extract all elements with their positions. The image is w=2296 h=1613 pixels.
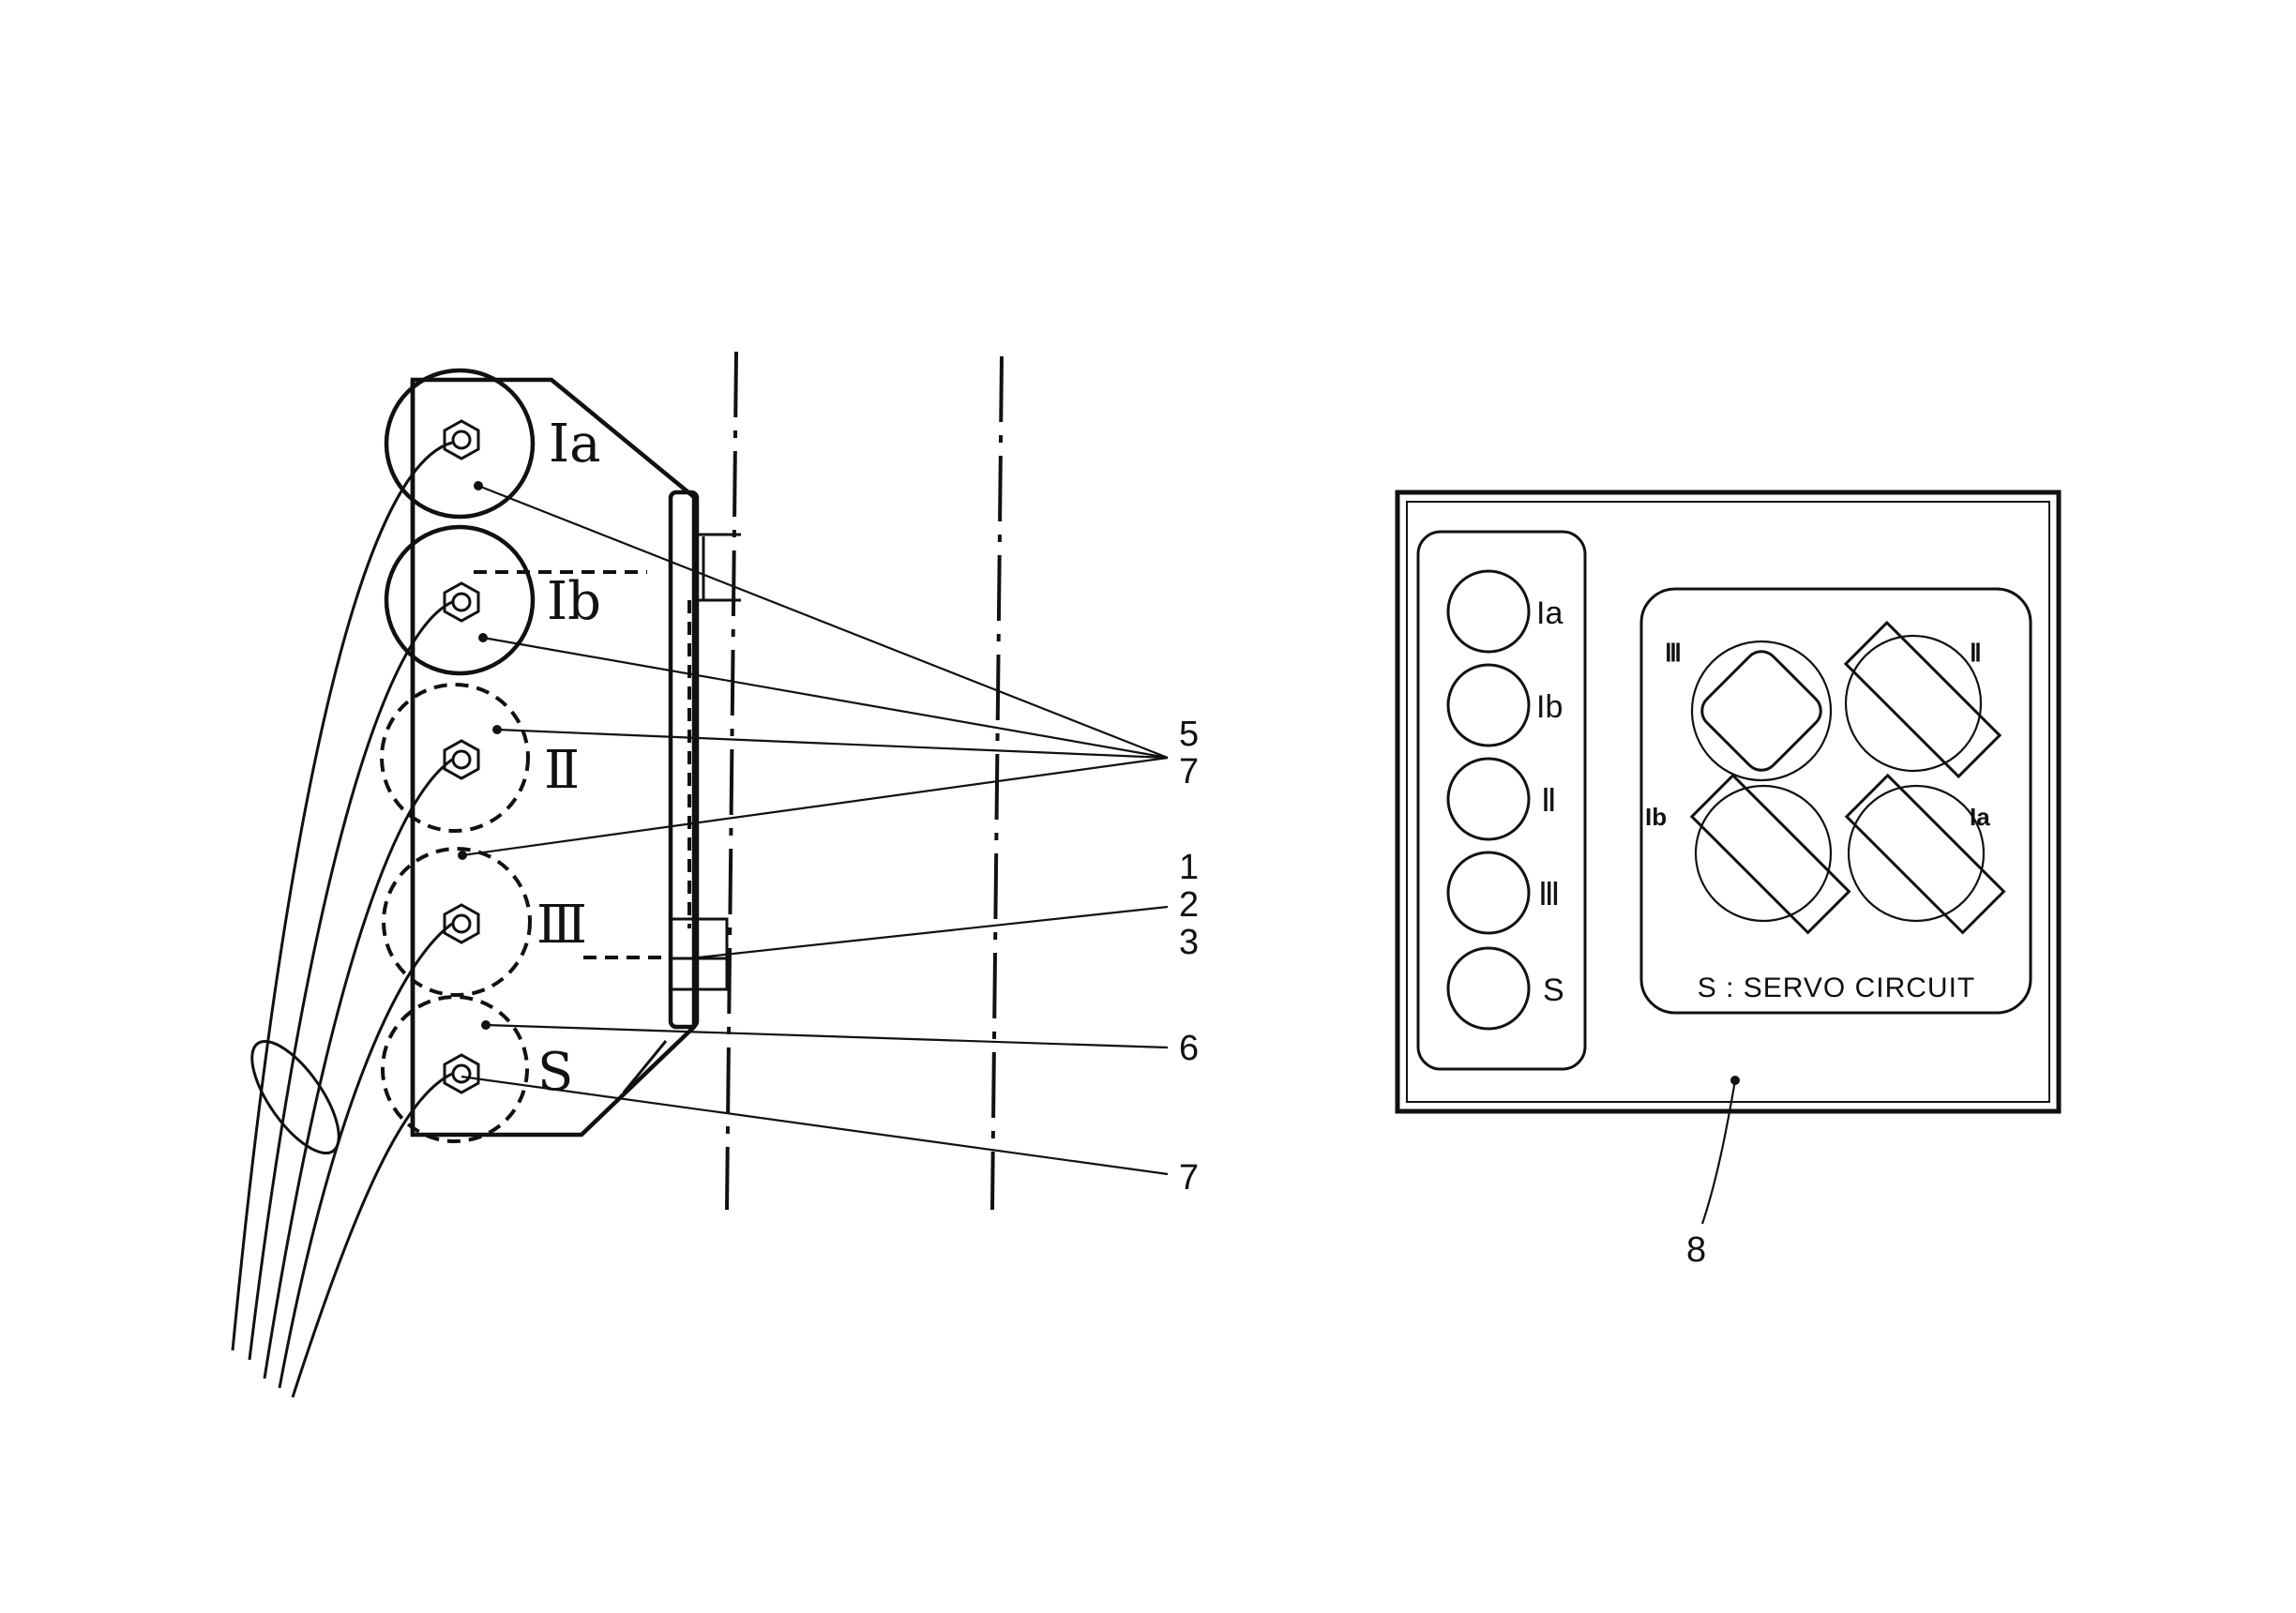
- leader-dot: [492, 725, 502, 734]
- hose-s: [291, 1072, 453, 1398]
- leader-dot: [458, 851, 467, 860]
- hose-ia: [231, 441, 453, 1351]
- hose-iii: [278, 922, 453, 1389]
- valve-circle-ii: [380, 683, 530, 833]
- leader-line-8: [1700, 1079, 1737, 1225]
- lever-label-ib: Ib: [1645, 803, 1667, 831]
- hose-ib: [248, 600, 453, 1361]
- valve-block-side-view: Ia Ib Ⅱ Ⅲ S 5 7 1 2 3 6 7: [231, 351, 1199, 1398]
- callout-6: 6: [1179, 1029, 1199, 1068]
- column-circle-ia: [1446, 569, 1531, 654]
- column-label-ia: Ia: [1536, 595, 1563, 631]
- valve-circle-s: [381, 995, 529, 1143]
- column-circle-ib: [1446, 663, 1531, 747]
- callout-2: 2: [1179, 885, 1199, 925]
- hex-nut-icon: [443, 419, 480, 460]
- valve-label-ii: Ⅱ: [544, 740, 580, 801]
- centre-line-2: [990, 355, 1004, 1211]
- leader-dot: [481, 1020, 491, 1030]
- hex-nut-icon: [443, 739, 480, 780]
- lever-circle-iii: [1690, 640, 1833, 782]
- lever-circle-ia: [1847, 784, 1986, 923]
- valve-label-ib: Ib: [547, 571, 601, 632]
- lever-label-ii: Ⅱ: [1970, 639, 1982, 667]
- lever-neutral-iii: [1700, 650, 1822, 772]
- column-circle-ii: [1446, 757, 1531, 841]
- servo-circuit-caption: S : SERVO CIRCUIT: [1698, 972, 1976, 1003]
- column-circle-iii: [1446, 851, 1531, 935]
- lever-circle-ib: [1694, 784, 1833, 923]
- control-panel-label-plate: Ia Ib Ⅱ Ⅲ S Ⅲ Ⅱ Ib Ia S : SERVO CIRCUIT …: [1395, 490, 2062, 1270]
- lever-label-iii: Ⅲ: [1665, 639, 1682, 667]
- hose-ii: [263, 758, 453, 1379]
- callout-3: 3: [1179, 923, 1199, 962]
- leader-lines: [461, 484, 1169, 1176]
- lever-handle-ii: [1843, 620, 2002, 779]
- leader-dot: [474, 481, 483, 490]
- column-label-s: S: [1543, 972, 1564, 1008]
- valve-circle-iii: [382, 847, 532, 997]
- valve-circle-ib: [384, 524, 536, 676]
- lever-handle-ib: [1689, 773, 1851, 935]
- hex-nut-icon: [443, 581, 480, 623]
- lever-label-ia: Ia: [1970, 803, 1990, 831]
- plate-inner-frame: [1406, 501, 2050, 1103]
- leader-dot: [478, 633, 488, 642]
- centre-line-1: [725, 351, 738, 1211]
- column-circle-s: [1446, 946, 1531, 1031]
- valve-label-iii: Ⅲ: [536, 895, 587, 956]
- column-label-ii: Ⅱ: [1541, 783, 1557, 819]
- valve-circle-ia: [384, 368, 536, 520]
- mounting-plate: [668, 490, 700, 1030]
- column-label-iii: Ⅲ: [1538, 877, 1560, 912]
- hex-nut-icon: [443, 1053, 480, 1094]
- callout-8: 8: [1686, 1230, 1706, 1270]
- lever-diagram-frame: [1639, 587, 2032, 1015]
- lever-handle-ia: [1844, 773, 2006, 935]
- valve-label-ia: Ia: [549, 414, 601, 475]
- hose-clamp: [250, 1039, 340, 1155]
- column-label-ib: Ib: [1536, 689, 1563, 725]
- callout-5: 5: [1179, 715, 1199, 754]
- valve-label-s: S: [537, 1042, 573, 1103]
- plate-edge: [622, 1040, 668, 1093]
- plate-outer-frame: [1395, 490, 2062, 1114]
- valve-column-frame: [1416, 530, 1587, 1071]
- lever-circle-ii: [1844, 634, 1983, 773]
- hex-nut-icon: [443, 903, 480, 944]
- callout-7-upper: 7: [1179, 752, 1199, 791]
- callout-7-lower: 7: [1179, 1158, 1199, 1198]
- callout-1: 1: [1179, 848, 1199, 887]
